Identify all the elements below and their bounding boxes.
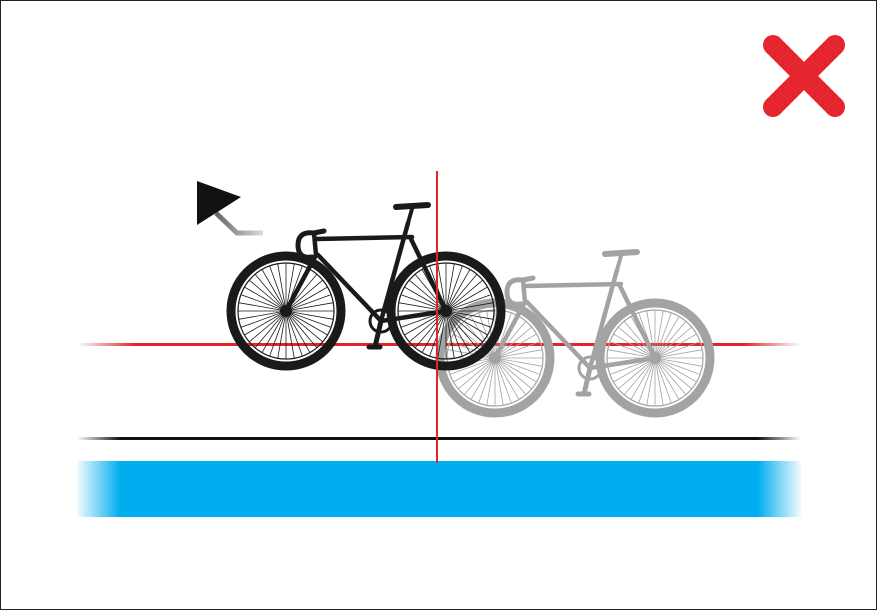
saddle	[605, 252, 637, 254]
handlebar	[298, 231, 324, 257]
vertical-reference-line	[436, 171, 438, 463]
bicycle-faded	[440, 252, 710, 413]
up-left-arrow-icon	[197, 181, 263, 233]
ground-line	[77, 437, 801, 440]
water-band	[77, 461, 801, 517]
handlebar	[507, 278, 533, 304]
bike-frame	[495, 270, 655, 368]
red-x-icon	[757, 31, 851, 121]
saddle	[396, 205, 428, 207]
bike-frame	[286, 223, 446, 321]
bicycle-solid	[231, 205, 501, 366]
